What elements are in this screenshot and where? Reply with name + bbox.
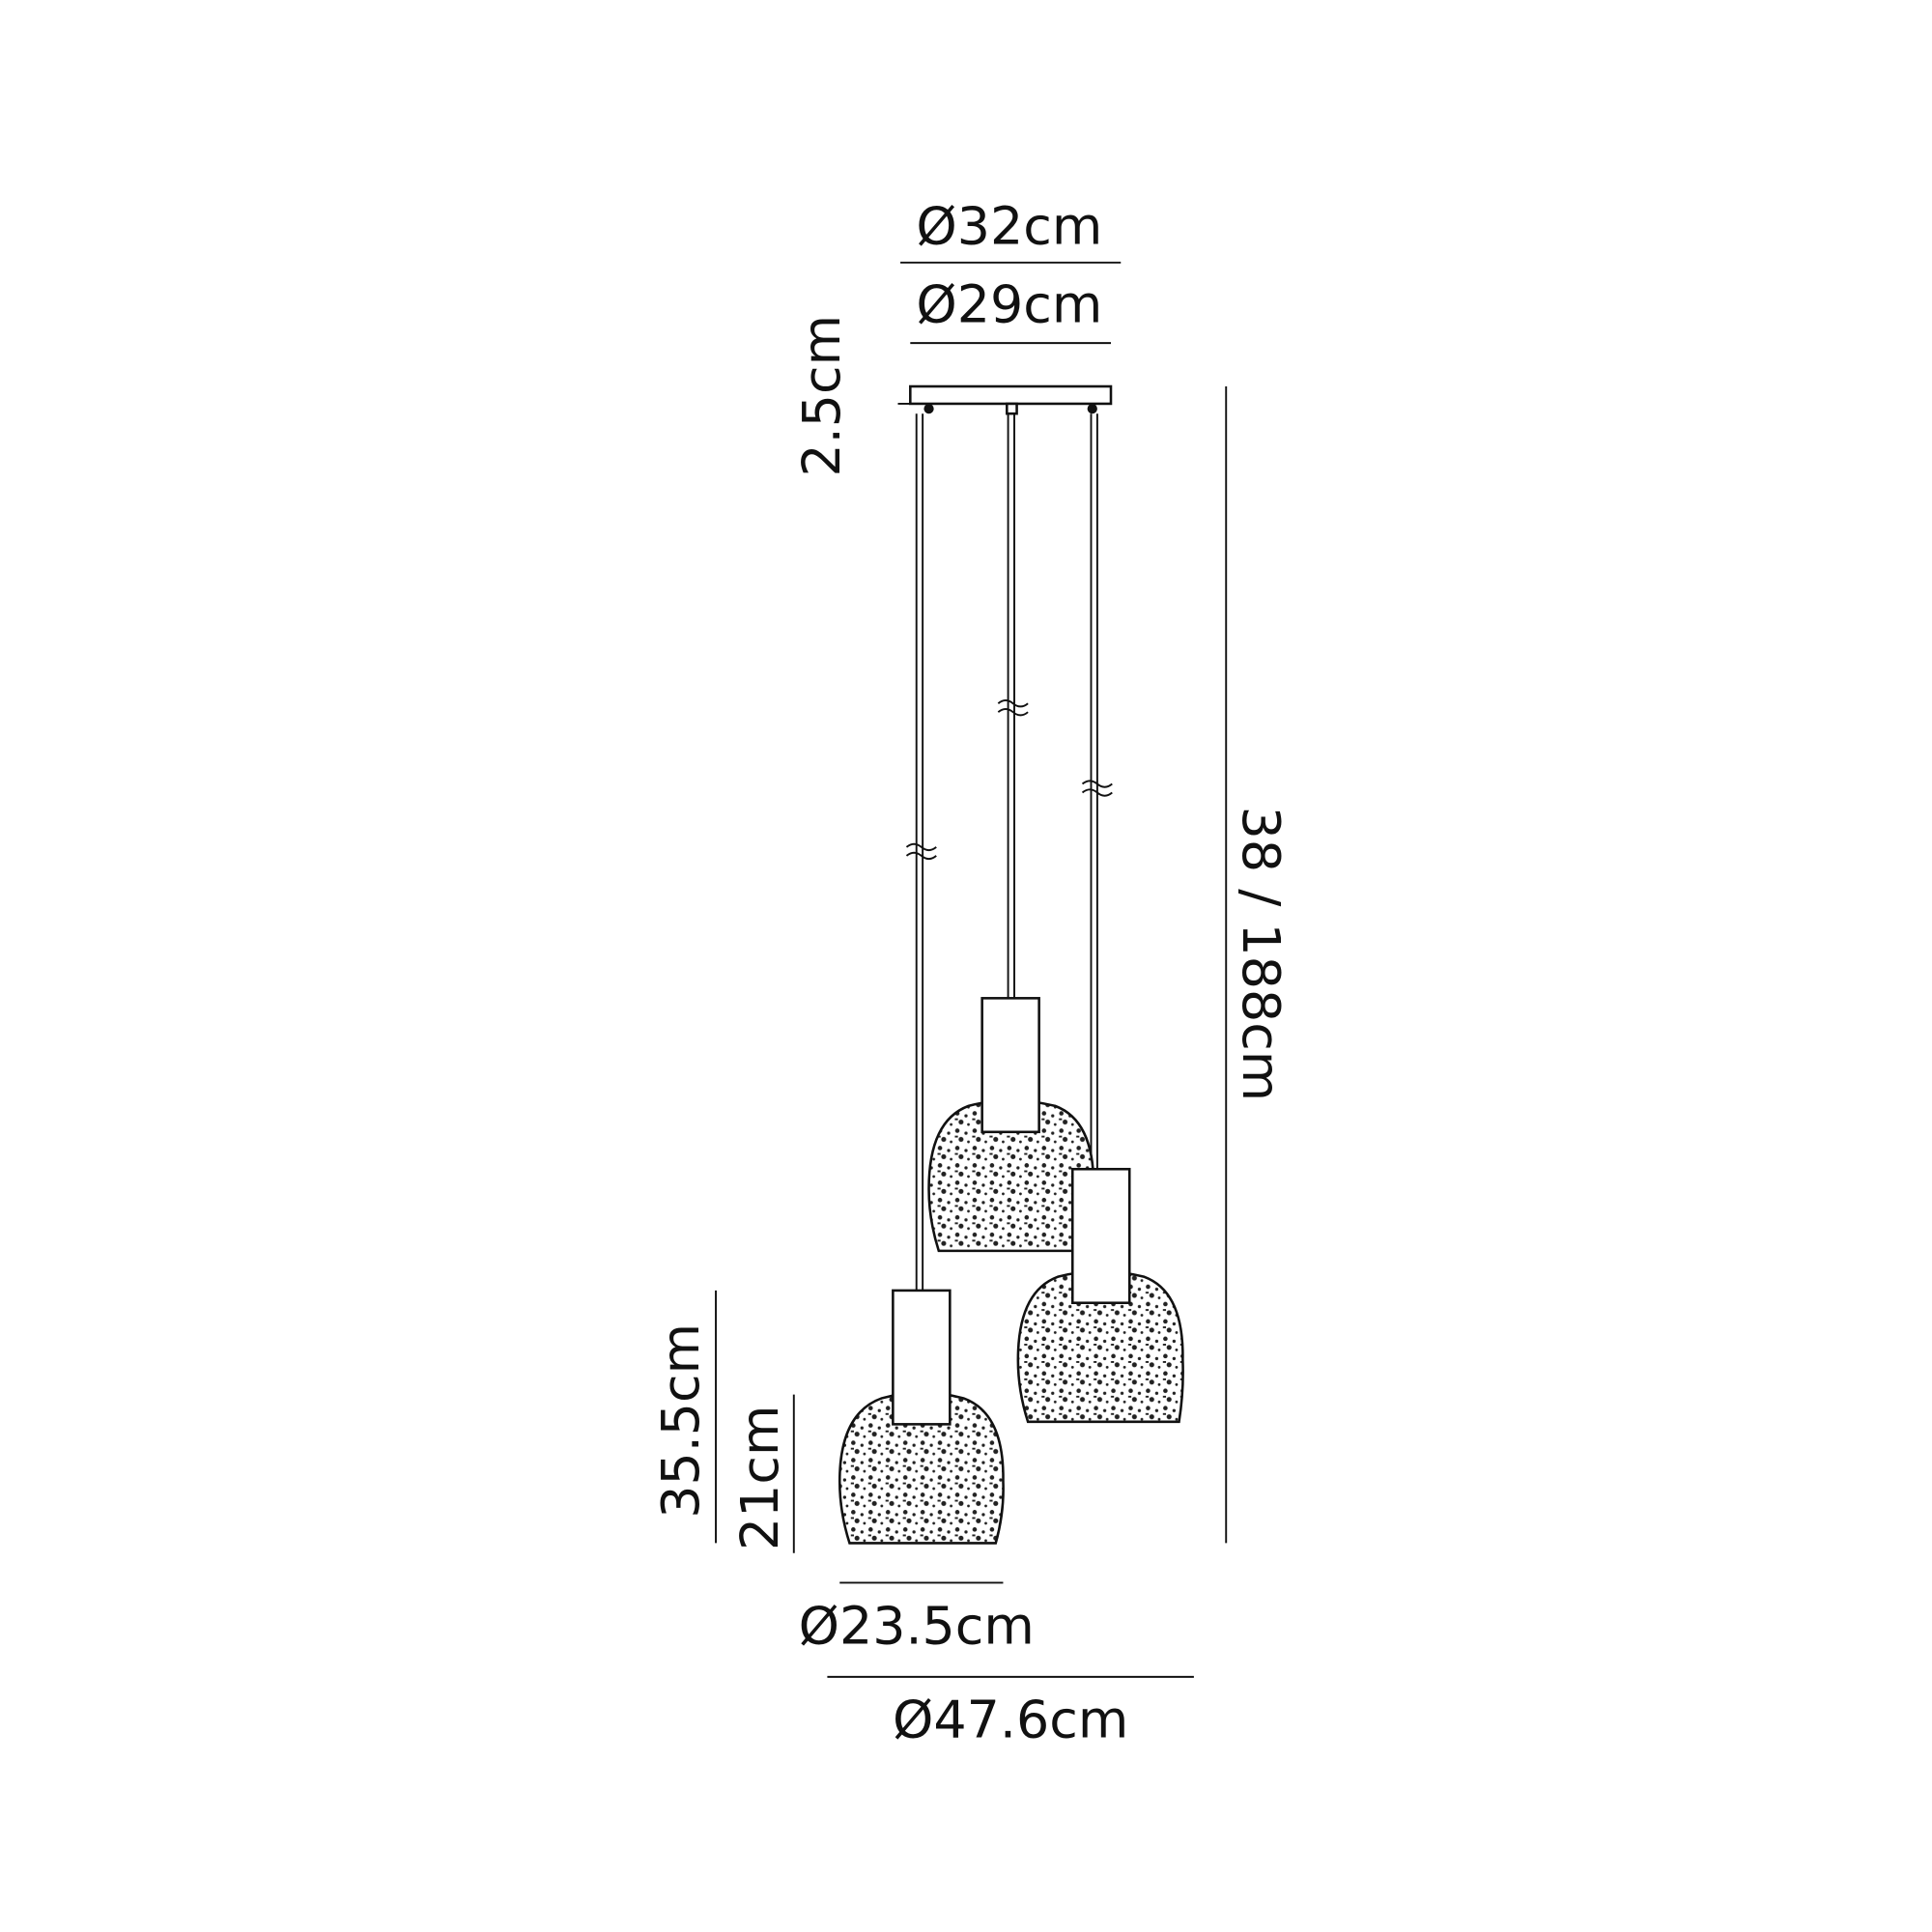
pendant-right <box>1016 1167 1184 1424</box>
shade-diameter-label: Ø23.5cm <box>799 1595 1035 1656</box>
canopy-height-label: 2.5cm <box>791 315 852 477</box>
drop-height-label: 38 / 188cm <box>1231 807 1292 1102</box>
canopy-inner-diameter-label: Ø29cm <box>916 273 1102 334</box>
canopy-fixing-right <box>1087 403 1097 414</box>
lamp-holder-middle <box>980 997 1040 1134</box>
lamp-holder-right <box>1070 1167 1131 1305</box>
pendant-left <box>838 1289 1005 1545</box>
pendant-middle <box>927 997 1095 1253</box>
canopy-outer-diameter-label: Ø32cm <box>916 196 1102 257</box>
suspension-cords <box>905 413 1113 1291</box>
pendant-height-label: 35.5cm <box>650 1323 711 1519</box>
cluster-diameter-label: Ø47.6cm <box>893 1690 1128 1750</box>
shade-height-label: 21cm <box>729 1406 790 1551</box>
canopy-fixing-center <box>1006 402 1018 415</box>
lamp-holder-left <box>892 1289 952 1426</box>
ceiling-canopy <box>909 384 1113 406</box>
canopy-fixing-left <box>923 403 934 414</box>
